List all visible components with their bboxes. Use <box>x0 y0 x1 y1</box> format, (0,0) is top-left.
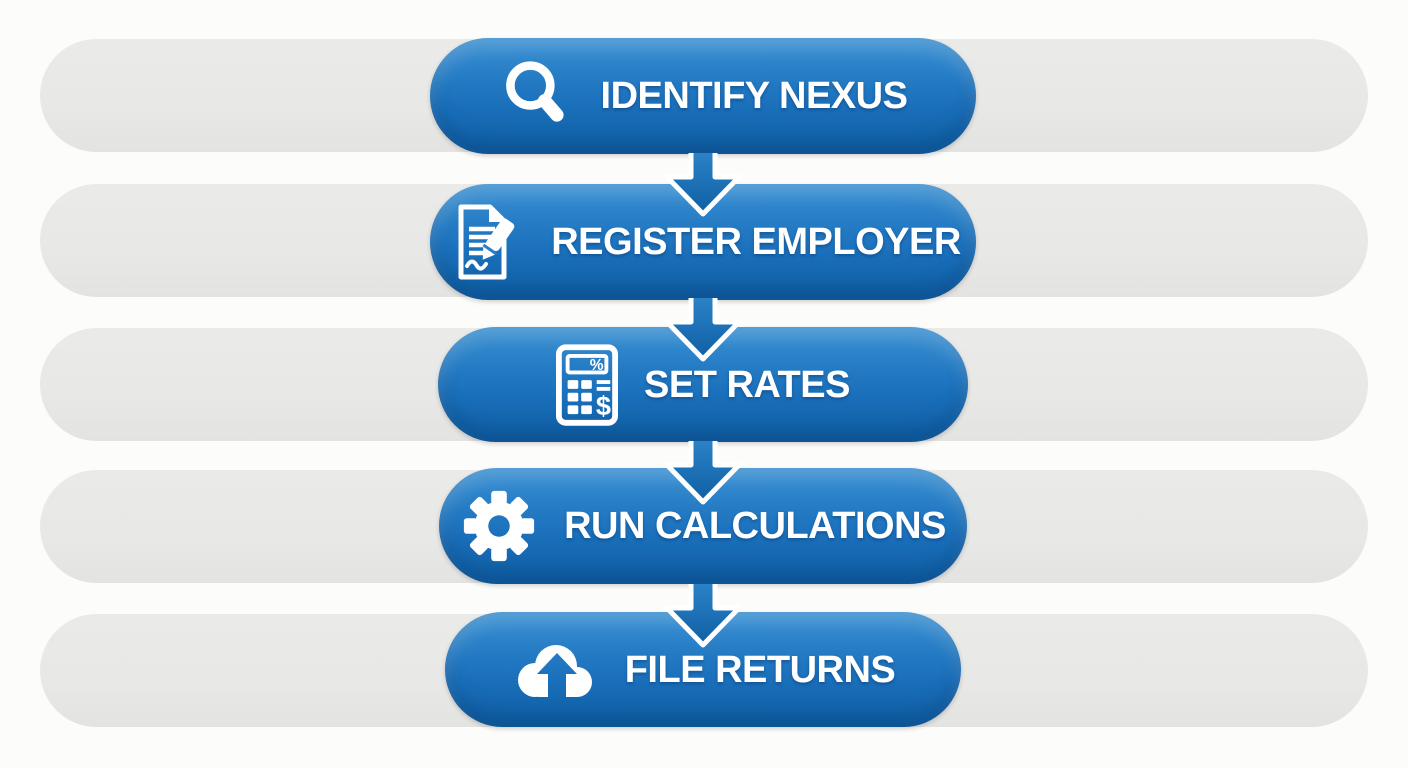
step-label: FILE RETURNS <box>624 648 896 691</box>
down-arrow-icon <box>664 153 742 217</box>
dollar-glyph: $ <box>596 390 611 421</box>
step-label: REGISTER EMPLOYER <box>551 221 961 263</box>
search-icon <box>499 58 575 134</box>
down-arrow-icon <box>664 584 742 648</box>
cloud-upload-icon <box>511 639 599 701</box>
step-pill-file-returns: FILE RETURNS <box>445 612 961 727</box>
step-label: SET RATES <box>644 363 850 406</box>
step-pill-identify-nexus: IDENTIFY NEXUS <box>430 38 976 154</box>
document-pencil-icon <box>445 202 525 282</box>
step-label: RUN CALCULATIONS <box>564 505 946 547</box>
down-arrow-icon <box>664 441 742 505</box>
calculator-icon: % $ <box>556 343 619 426</box>
gear-icon <box>460 487 538 565</box>
step-label: IDENTIFY NEXUS <box>600 75 908 117</box>
down-arrow-icon <box>664 298 742 362</box>
percent-glyph: % <box>590 356 604 373</box>
